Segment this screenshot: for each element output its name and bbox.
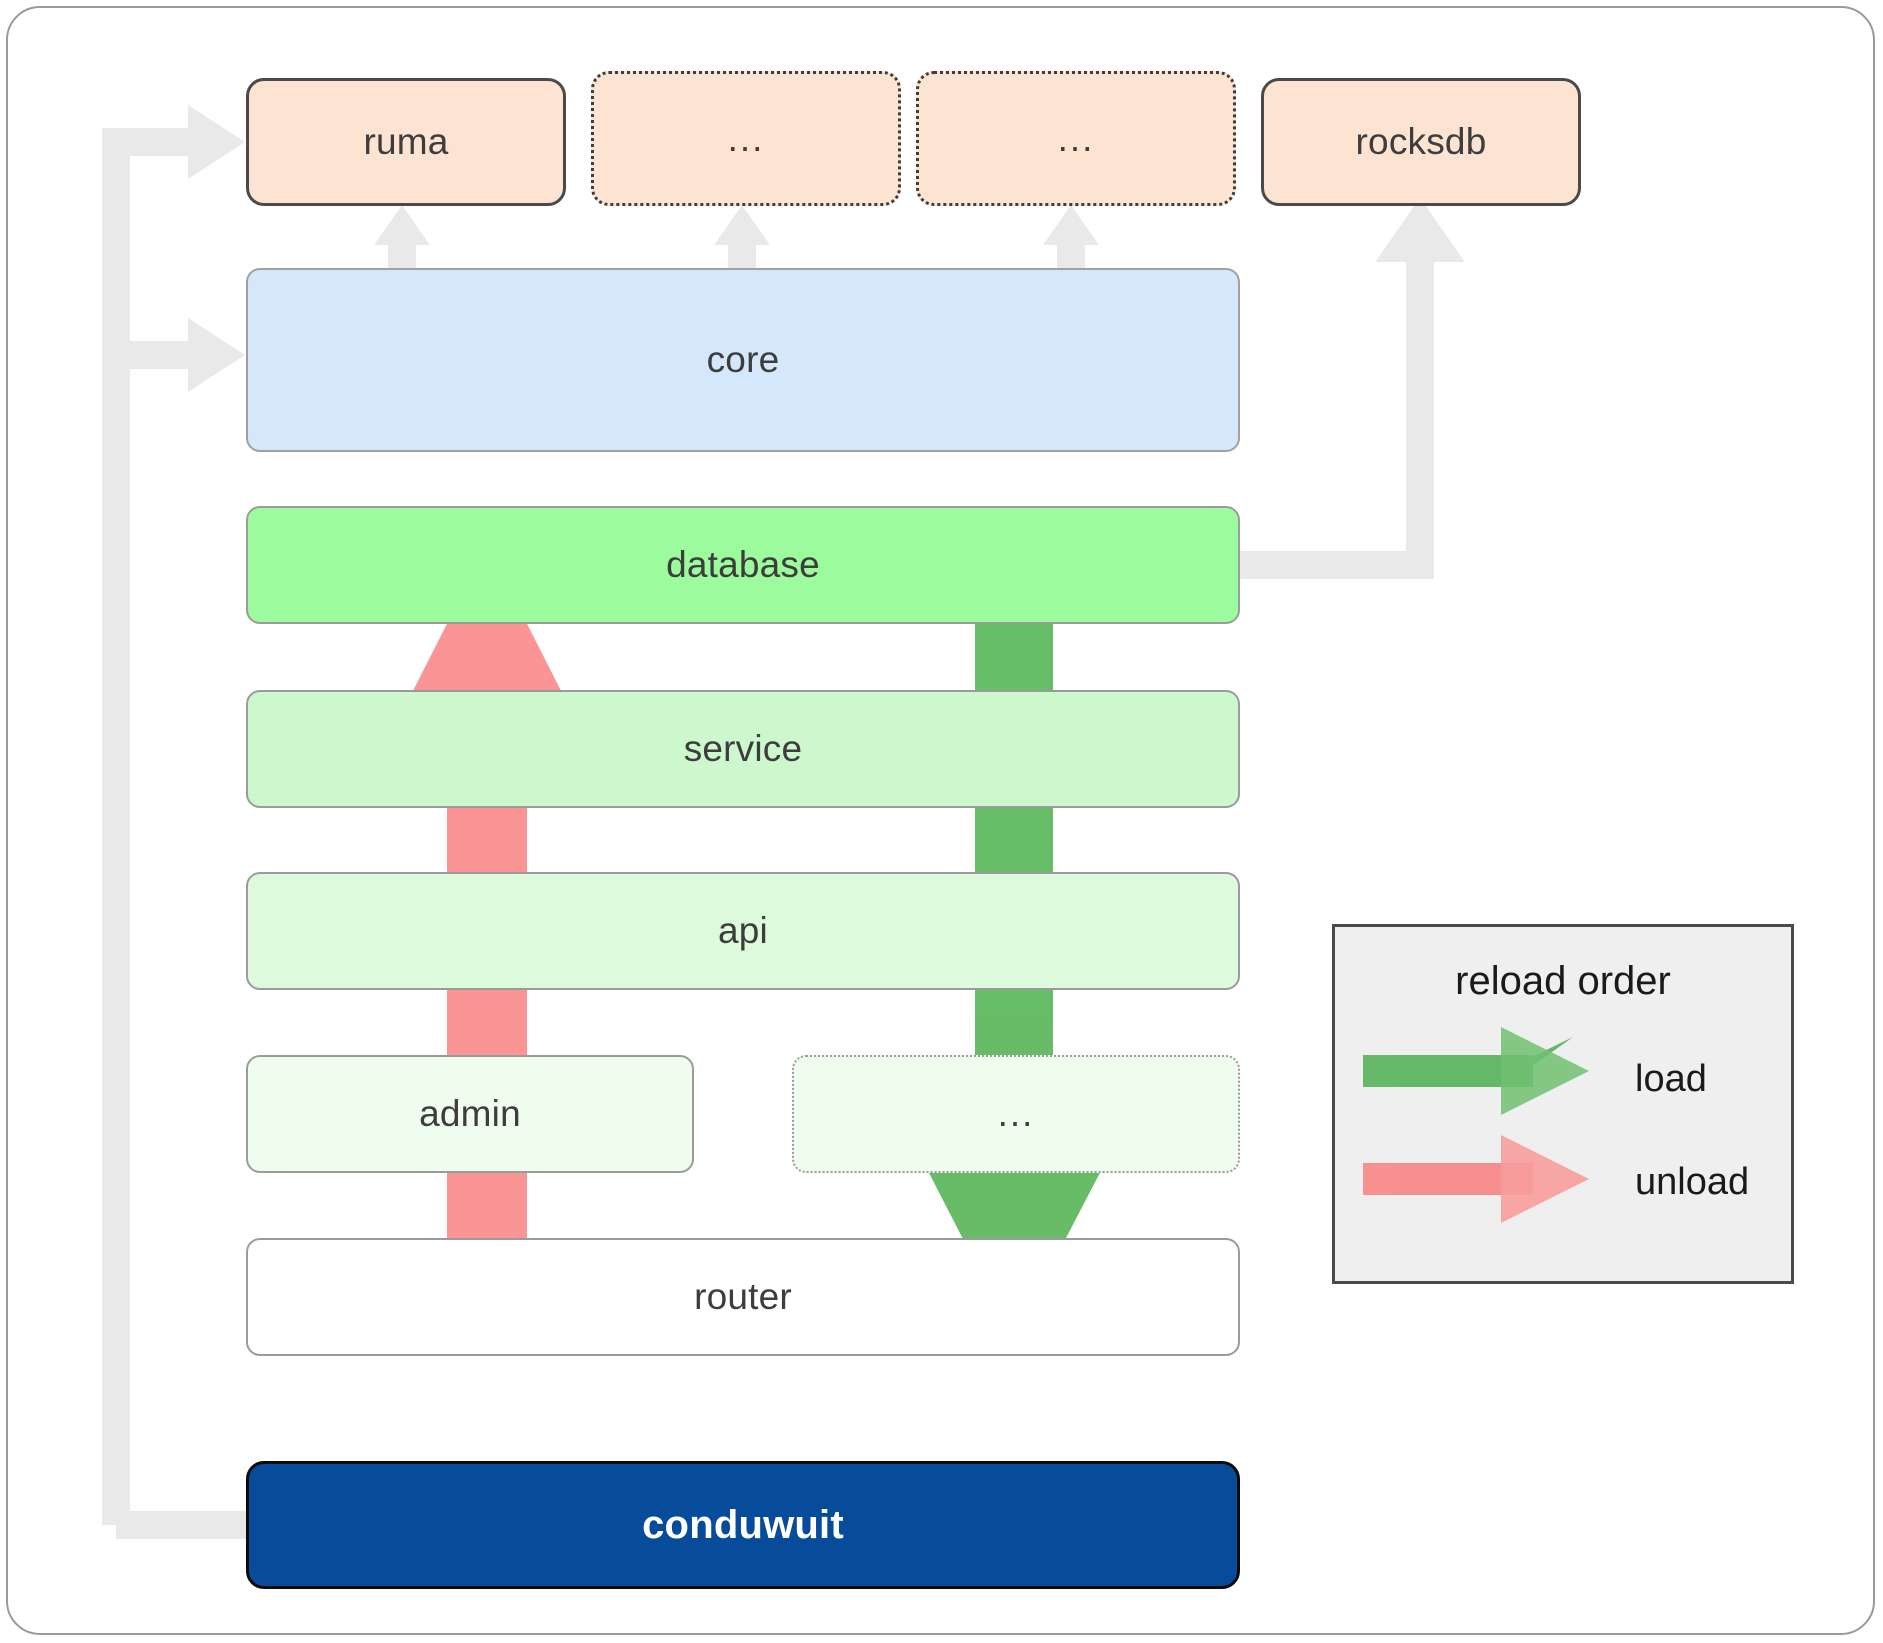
dependency-node-rocksdb[interactable]: rocksdb <box>1261 78 1581 206</box>
layer-node-api[interactable]: api <box>246 872 1240 990</box>
core-node[interactable]: core <box>246 268 1240 452</box>
diagram-frame <box>6 6 1875 1635</box>
legend-title: reload order <box>1455 959 1671 1003</box>
dependency-node-ruma[interactable]: ruma <box>246 78 566 206</box>
legend-load-arrowhead <box>1501 1027 1589 1115</box>
legend-unload-arrowhead <box>1501 1135 1589 1223</box>
dependency-node-ellipsis-2[interactable]: ... <box>916 71 1236 206</box>
legend-arrow-graphics <box>1363 1027 1589 1223</box>
layer-label-database: database <box>666 544 820 585</box>
core-label: core <box>706 339 780 380</box>
layer-label-service: service <box>683 728 803 769</box>
layer-node-service[interactable]: service <box>246 690 1240 808</box>
legend-panel: reload order load unload <box>1332 924 1794 1284</box>
dependency-label-ellipsis-1: ... <box>727 117 765 159</box>
layer-node-admin[interactable]: admin <box>246 1055 694 1173</box>
layer-node-ellipsis[interactable]: ... <box>792 1055 1240 1173</box>
dependency-node-ellipsis-1[interactable]: ... <box>591 71 901 206</box>
layer-label-admin: admin <box>419 1093 521 1134</box>
layer-node-router[interactable]: router <box>246 1238 1240 1356</box>
dependency-label-ruma: ruma <box>363 121 449 162</box>
legend-label-unload: unload <box>1635 1161 1750 1203</box>
dependency-label-ellipsis-2: ... <box>1057 117 1095 159</box>
layer-label-router: router <box>694 1276 792 1317</box>
legend-label-load: load <box>1635 1058 1707 1100</box>
layer-node-database[interactable]: database <box>246 506 1240 624</box>
layer-label-api: api <box>718 910 768 951</box>
layer-label-ellipsis: ... <box>997 1093 1035 1134</box>
dependency-label-rocksdb: rocksdb <box>1355 121 1487 162</box>
main-node-conduwuit[interactable]: conduwuit <box>246 1461 1240 1589</box>
main-label-conduwuit: conduwuit <box>642 1502 844 1547</box>
